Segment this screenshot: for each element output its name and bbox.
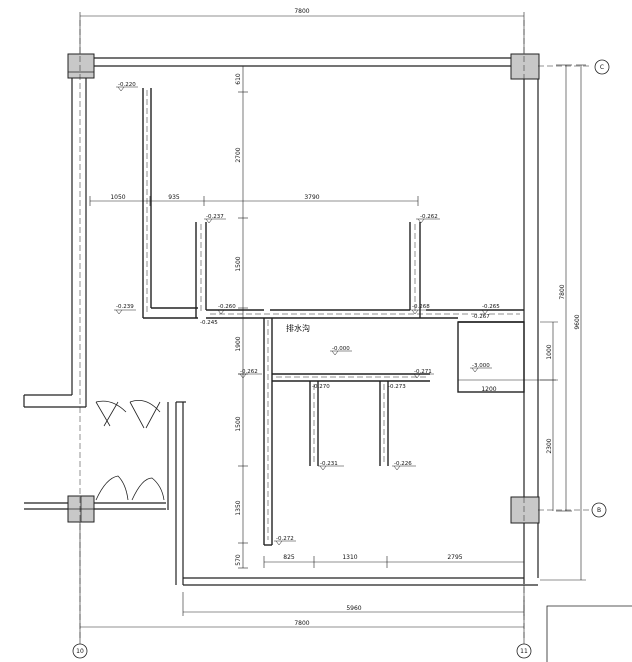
dim-inner-left-570: 570: [235, 554, 242, 566]
dim-inner-left-1350: 1350: [235, 500, 242, 515]
level-labels: -0.220 -0.237 -0.262 -0.239 -0.260 -0.26…: [116, 82, 500, 542]
level-label: -0.272: [276, 536, 294, 542]
drainage-trench: [142, 88, 525, 546]
dim-right-upper: 7800: [559, 284, 566, 299]
level-label: -0.000: [332, 346, 350, 352]
dim-inner-right-1200: 1200: [481, 386, 496, 393]
axis-bubble-c: [594, 59, 610, 75]
dim-inner-left-610: 610: [235, 73, 242, 85]
dim-inner-bottom-825: 825: [283, 554, 295, 561]
dimension-lines: [79, 12, 586, 644]
level-label: -0.265: [482, 304, 500, 310]
dim-inner-top-1050: 1050: [110, 194, 125, 201]
dim-inner-top-3790: 3790: [304, 194, 319, 201]
dim-right-outer: 9600: [574, 314, 581, 329]
axis-bubble-b: [591, 502, 607, 518]
walls: [23, 57, 539, 586]
level-label: -0.268: [412, 304, 430, 310]
axis-bubble-11: [516, 643, 532, 659]
column-hatch: [68, 54, 95, 522]
level-label: -0.273: [388, 384, 406, 390]
level-markers: [114, 86, 502, 546]
structural-columns: [67, 53, 540, 524]
axis-label-11: 11: [520, 648, 528, 655]
dim-top-overall: 7800: [294, 8, 309, 15]
axis-bubbles: C B 10 11: [72, 59, 610, 659]
dim-inner-bottom-2795: 2795: [447, 554, 462, 561]
level-label: -0.267: [472, 314, 490, 320]
doors: [95, 399, 165, 501]
level-label: -0.237: [206, 214, 224, 220]
level-label: -0.260: [218, 304, 236, 310]
dim-bottom-inner: 5960: [346, 605, 361, 612]
dim-inner-top-935: 935: [168, 194, 180, 201]
axis-bubble-10: [72, 643, 88, 659]
dim-bottom-overall: 7800: [294, 620, 309, 627]
dim-right-2300: 2300: [546, 438, 553, 453]
level-label: -3.000: [472, 363, 490, 369]
centerlines: [79, 20, 590, 640]
level-label: -0.271: [414, 369, 432, 375]
dim-inner-left-1500a: 1500: [235, 256, 242, 271]
dim-inner-left-1500b: 1500: [235, 416, 242, 431]
level-label: -0.239: [116, 304, 134, 310]
axis-label-c: C: [600, 64, 604, 71]
level-label: -0.270: [312, 384, 330, 390]
level-label: -0.245: [200, 320, 218, 326]
dim-inner-bottom-1310: 1310: [342, 554, 357, 561]
dim-right-1000: 1000: [546, 344, 553, 359]
axis-label-b: B: [597, 507, 601, 514]
dim-inner-left-2700: 2700: [235, 147, 242, 162]
level-label: -0.262: [420, 214, 438, 220]
title-block-frame: [546, 605, 632, 662]
dim-inner-left-1900: 1900: [235, 336, 242, 351]
dimension-labels: 7800 5960 7800 9600 7800 1000 2300 1050 …: [110, 8, 581, 627]
level-label: -0.231: [320, 461, 338, 467]
level-label: -0.226: [394, 461, 412, 467]
level-label: -0.220: [118, 82, 136, 88]
drainage-trench-label: 排水沟: [286, 323, 310, 333]
level-label: -0.262: [240, 369, 258, 375]
axis-label-10: 10: [76, 648, 84, 655]
